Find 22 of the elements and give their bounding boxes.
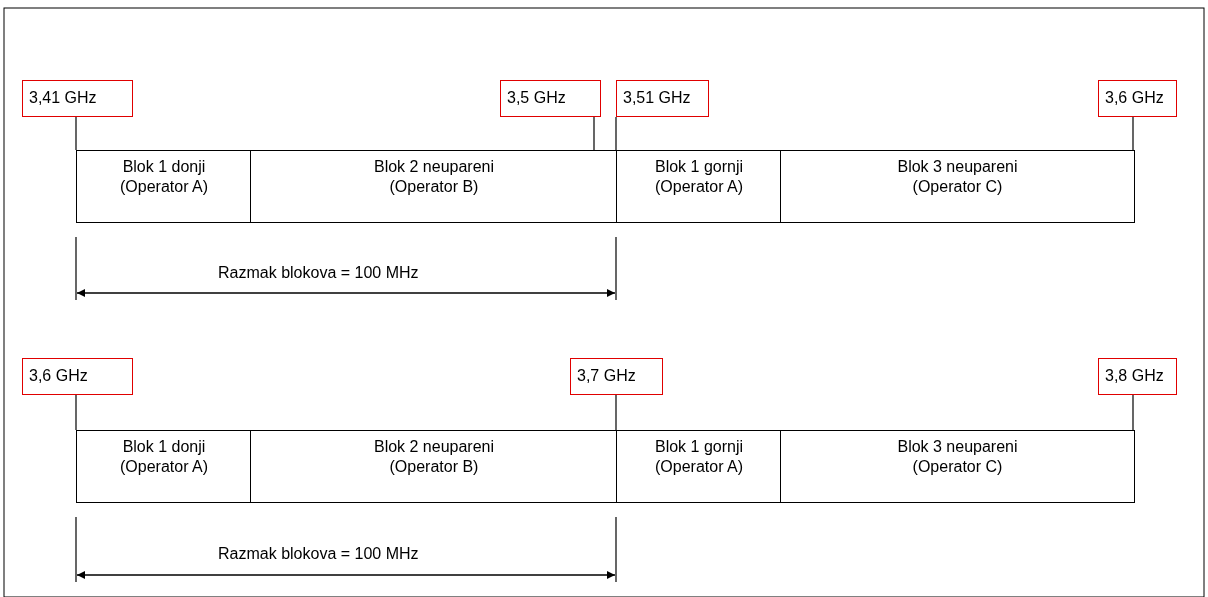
spectrum-block: Blok 2 neupareni (Operator B) (250, 430, 618, 503)
frequency-label: 3,41 GHz (22, 80, 133, 117)
leader-line (615, 394, 617, 431)
spectrum-block: Blok 3 neupareni (Operator C) (780, 150, 1135, 223)
frequency-label: 3,7 GHz (570, 358, 663, 395)
leader-line (75, 394, 77, 431)
leader-line (1132, 394, 1134, 431)
frequency-label: 3,6 GHz (22, 358, 133, 395)
frequency-label: 3,6 GHz (1098, 80, 1177, 117)
frequency-label: 3,5 GHz (500, 80, 601, 117)
leader-line (615, 116, 617, 151)
leader-line (593, 116, 595, 151)
spectrum-block: Blok 2 neupareni (Operator B) (250, 150, 618, 223)
spectrum-block: Blok 1 donji (Operator A) (76, 430, 252, 503)
frequency-label: 3,8 GHz (1098, 358, 1177, 395)
spectrum-block: Blok 1 gornji (Operator A) (616, 150, 782, 223)
spectrum-block: Blok 1 donji (Operator A) (76, 150, 252, 223)
spectrum-block: Blok 3 neupareni (Operator C) (780, 430, 1135, 503)
leader-line (75, 116, 77, 151)
spectrum-block: Blok 1 gornji (Operator A) (616, 430, 782, 503)
frequency-label: 3,51 GHz (616, 80, 709, 117)
leader-line (1132, 116, 1134, 151)
